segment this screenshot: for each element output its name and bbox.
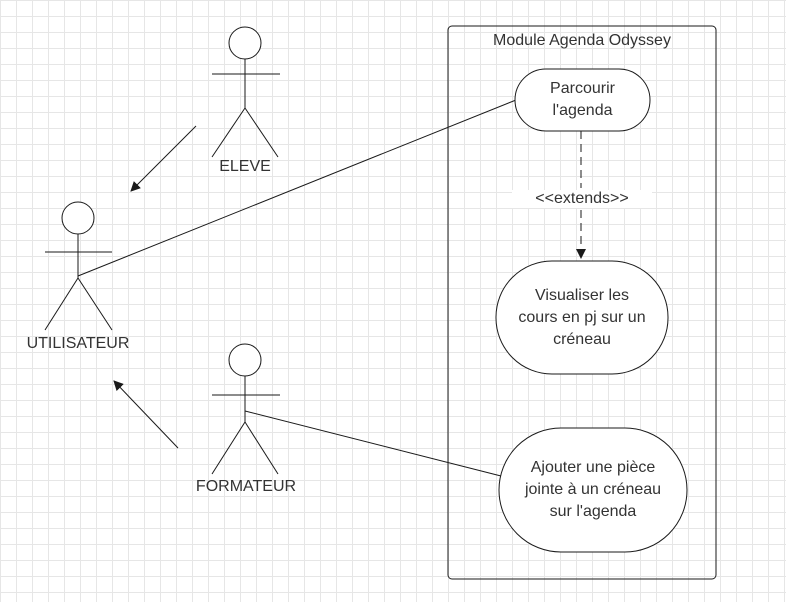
- actor-label-formateur: FORMATEUR: [195, 478, 297, 495]
- actor-label-eleve: ELEVE: [219, 158, 271, 175]
- extends-label: <<extends>>: [512, 190, 652, 208]
- actor-eleve[interactable]: [211, 26, 280, 158]
- actor-formateur[interactable]: [211, 343, 280, 475]
- system-boundary[interactable]: [447, 25, 717, 580]
- use-case-label-visualiser: Visualiser les cours en pj sur un crénea…: [518, 286, 646, 348]
- actor-label-utilisateur: UTILISATEUR: [26, 335, 130, 352]
- association-utilisateur-parcourir[interactable]: [77, 99, 517, 277]
- generalization-eleve-utilisateur[interactable]: [130, 125, 197, 192]
- use-case-parcourir[interactable]: [514, 68, 651, 132]
- use-case-visualiser[interactable]: [495, 260, 669, 375]
- use-case-label-ajouter: Ajouter une pièce jointe à un créneau su…: [524, 459, 662, 520]
- generalization-formateur-utilisateur[interactable]: [113, 380, 179, 449]
- use-case-ajouter[interactable]: [498, 427, 688, 553]
- association-formateur-ajouter[interactable]: [244, 410, 502, 477]
- actor-utilisateur[interactable]: [44, 201, 113, 331]
- use-case-label-parcourir: Parcourir l'agenda: [550, 80, 615, 119]
- system-title: Module Agenda Odyssey: [493, 32, 671, 49]
